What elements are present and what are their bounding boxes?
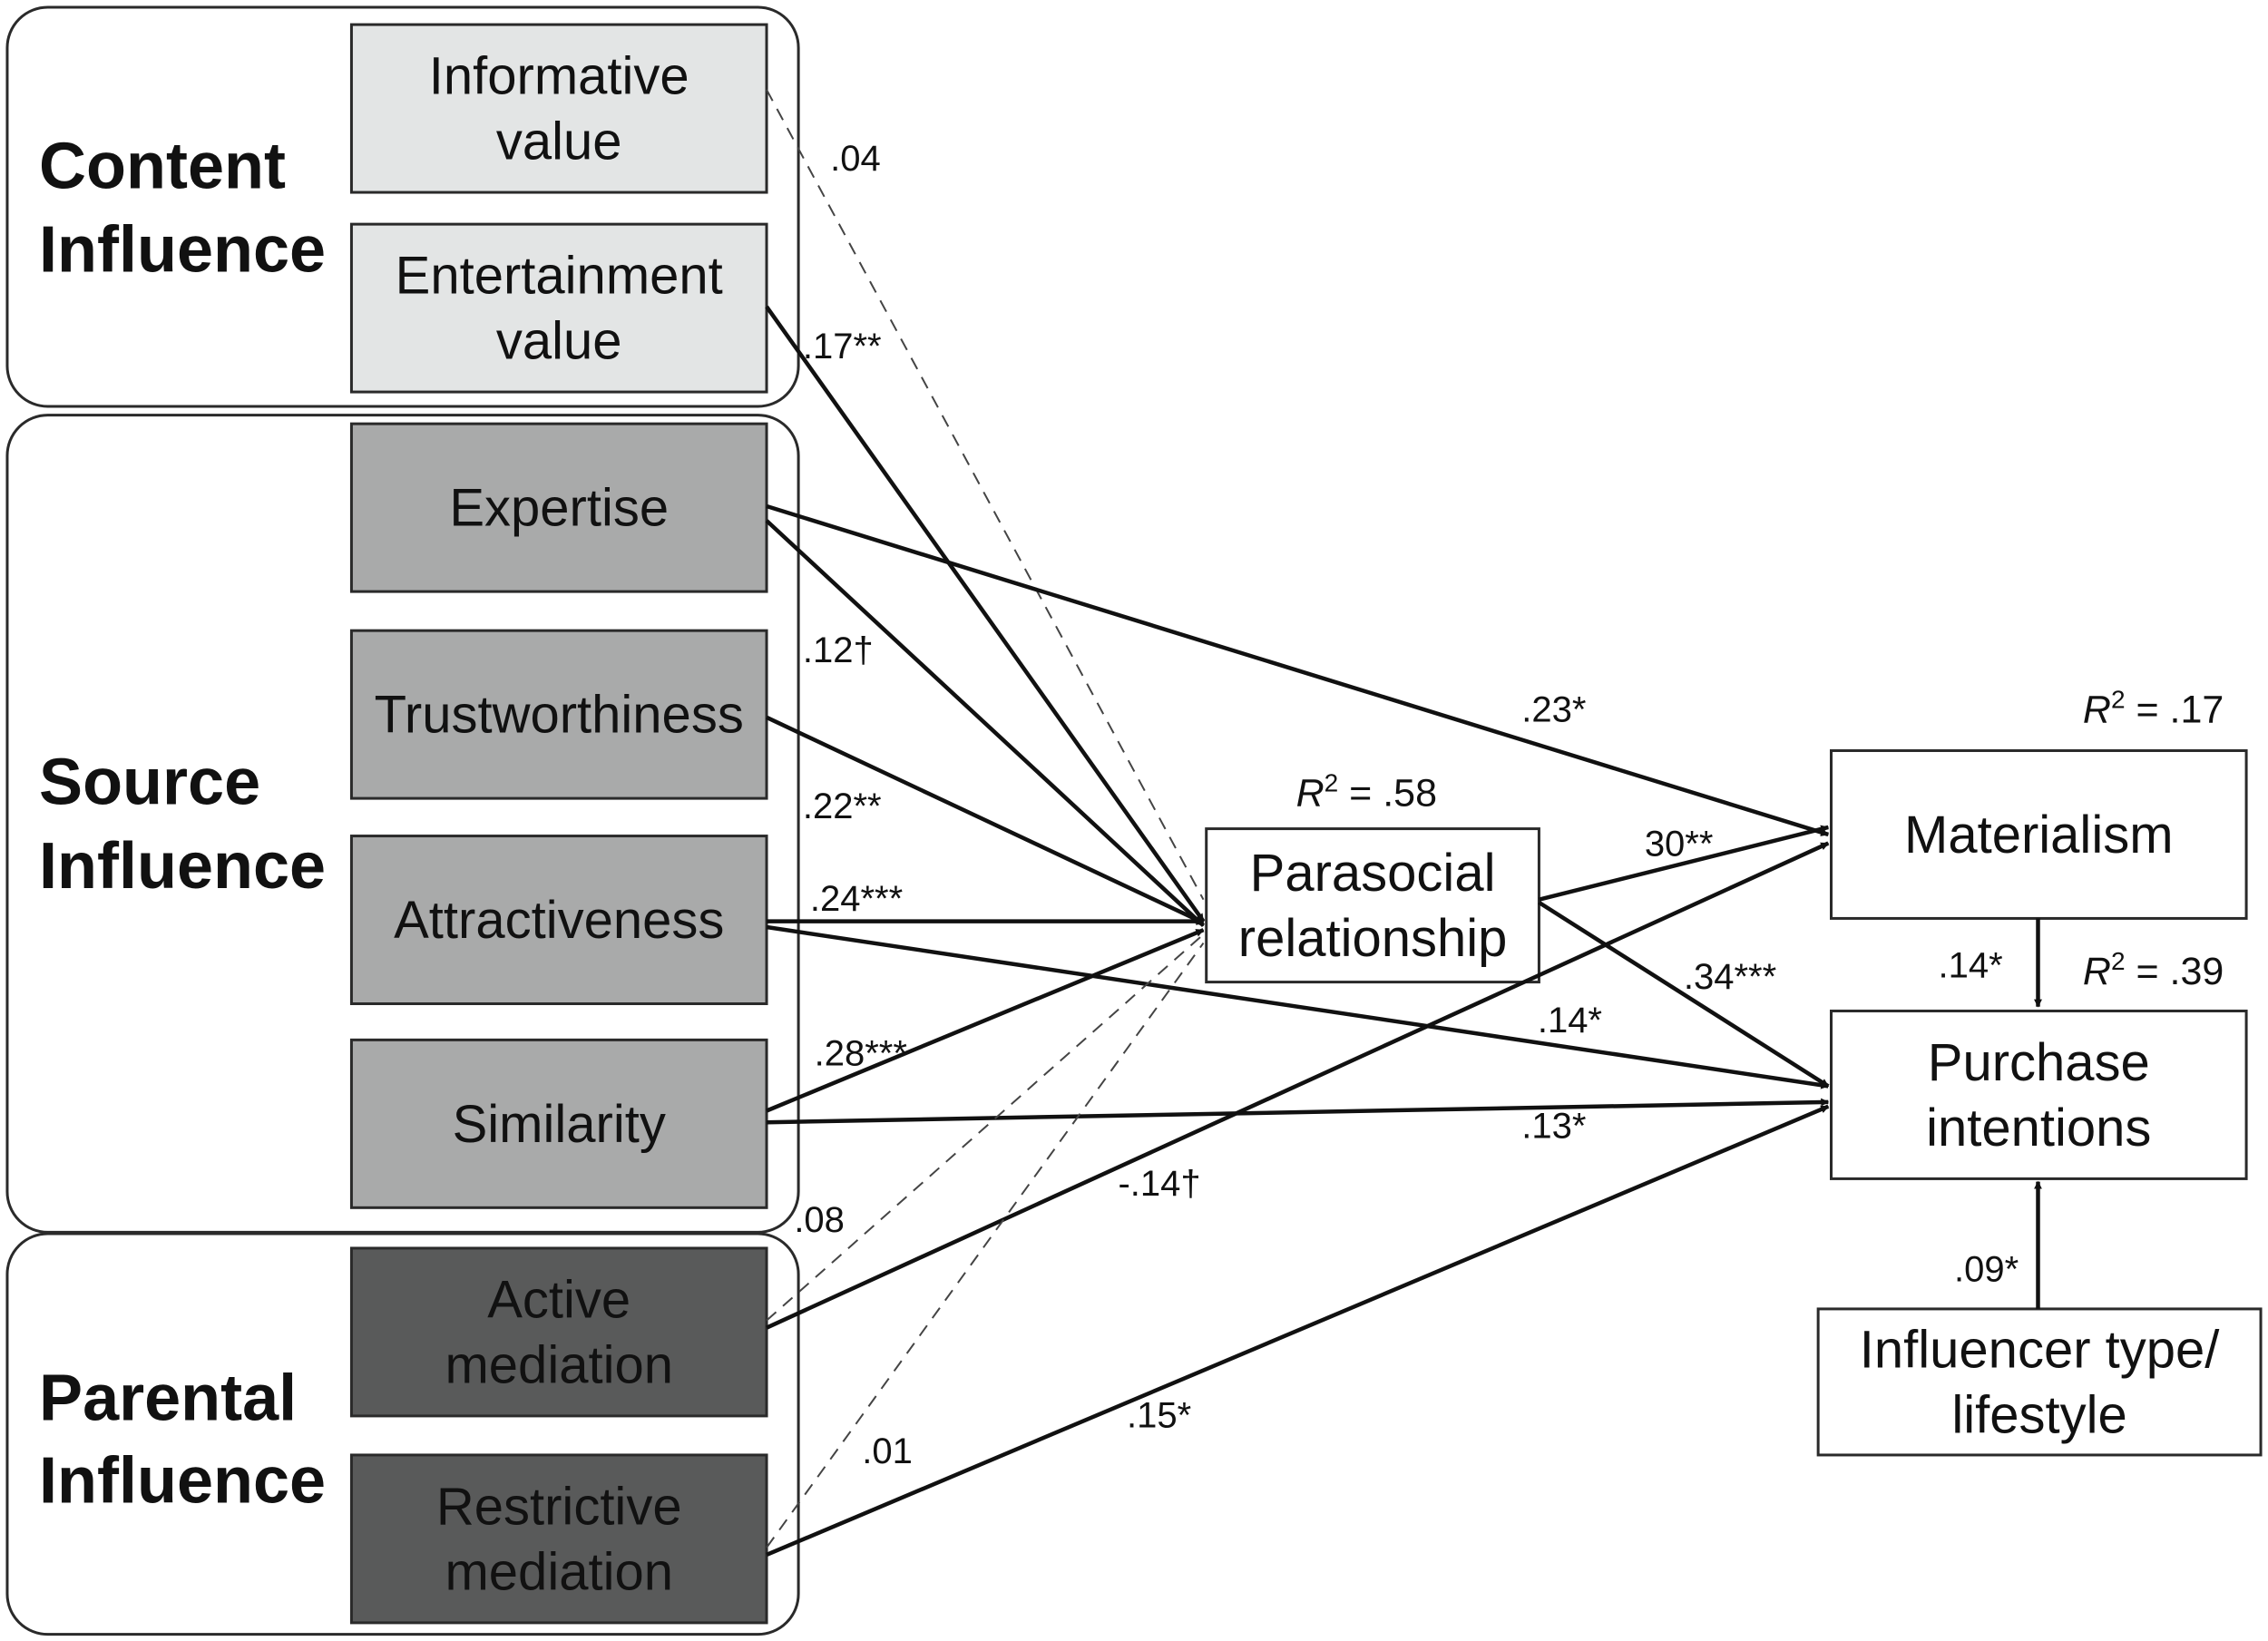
restrictive-purchase-path xyxy=(766,1104,1830,1558)
materialism-box xyxy=(1829,748,2248,920)
similarity-purchase-path xyxy=(766,1098,1830,1125)
entertainment-node: Entertainment value xyxy=(349,222,768,394)
parasocial-purchase-coefficient: .34*** xyxy=(1684,957,1776,997)
similarity-purchase-coefficient: .13* xyxy=(1521,1106,1586,1146)
parental-influence-group xyxy=(5,1232,800,1636)
restrictive-label: Restrictive xyxy=(436,1477,682,1536)
parasocial-label: relationship xyxy=(1238,909,1508,968)
influencer-node: Influencer type/lifestyle xyxy=(1816,1307,2263,1457)
parasocial-materialism-coefficient: 30** xyxy=(1645,825,1714,864)
expertise-box xyxy=(349,422,768,593)
entertainment-parasocial-path xyxy=(765,305,1206,923)
purchase-node: Purchase intentions xyxy=(1829,1009,2248,1180)
parasocial-node: Parasocial relationship xyxy=(1205,827,1540,984)
expertise-node: Expertise xyxy=(349,422,768,593)
informative-label: Informative xyxy=(429,47,689,106)
entertainment-parasocial-coefficient: .17** xyxy=(803,327,882,366)
parental-group-label: Influence xyxy=(39,1445,326,1518)
materialism-purchase-coefficient: .14* xyxy=(1938,945,2002,985)
active-parasocial-coefficient: .08 xyxy=(794,1200,845,1240)
trust-box xyxy=(349,629,768,800)
source-group-label: Source xyxy=(39,746,260,818)
materialism-r-squared: R2 = .17 xyxy=(2083,685,2224,731)
influencer-label: Influencer type/ xyxy=(1860,1320,2220,1379)
restrictive-purchase-coefficient: .15* xyxy=(1127,1395,1191,1435)
restrictive-parasocial-coefficient: .01 xyxy=(862,1431,913,1471)
influencer-purchase-coefficient: .09* xyxy=(1954,1249,2019,1289)
expertise-materialism-coefficient: .23* xyxy=(1521,689,1586,729)
informative-node: Informative value xyxy=(349,23,768,194)
attract-label: Attractiveness xyxy=(394,891,724,950)
active-materialism-path xyxy=(766,841,1830,1330)
trust-node: Trustworthiness xyxy=(349,629,768,800)
expertise-label: Expertise xyxy=(449,479,669,538)
active-materialism-coefficient: -.14† xyxy=(1118,1164,1200,1204)
parasocial-materialism-path xyxy=(1538,825,1830,902)
content-group-label: Influence xyxy=(39,214,326,287)
restrictive-parasocial-path xyxy=(766,942,1205,1548)
active-parasocial-path xyxy=(766,933,1205,1322)
entertainment-box xyxy=(349,222,768,394)
informative-label: value xyxy=(496,112,622,171)
source-group-label: Influence xyxy=(39,830,326,903)
expertise-materialism-path xyxy=(766,503,1830,837)
restrictive-label: mediation xyxy=(445,1542,672,1601)
restrictive-box xyxy=(349,1453,768,1625)
parental-group-label: Parental xyxy=(39,1363,297,1435)
similarity-parasocial-coefficient: .28*** xyxy=(815,1034,907,1074)
attract-box xyxy=(349,835,768,1006)
parasocial-label: Parasocial xyxy=(1250,844,1496,903)
influencer-label: lifestyle xyxy=(1951,1385,2126,1444)
expertise-parasocial-path xyxy=(765,519,1206,928)
informative-parasocial-coefficient: .04 xyxy=(830,139,881,179)
restrictive-node: Restrictive mediation xyxy=(349,1453,768,1625)
similarity-label: Similarity xyxy=(453,1095,666,1154)
purchase-label: Purchase xyxy=(1928,1033,2150,1092)
similarity-node: Similarity xyxy=(349,1038,768,1209)
attract-purchase-coefficient: .14* xyxy=(1538,1001,1602,1040)
parasocial-purchase-path xyxy=(1538,900,1830,1089)
active-node: Active mediation xyxy=(349,1246,768,1418)
materialism-label: Materialism xyxy=(1904,806,2174,864)
content-influence-group xyxy=(5,5,800,408)
purchase-r-squared: R2 = .39 xyxy=(2083,947,2224,993)
similarity-parasocial-path xyxy=(766,928,1205,1113)
informative-box xyxy=(349,23,768,194)
entertainment-label: Entertainment xyxy=(396,247,723,306)
influencer-box xyxy=(1816,1307,2263,1457)
active-label: Active xyxy=(487,1270,631,1329)
trust-parasocial-path xyxy=(766,715,1205,925)
purchase-label: intentions xyxy=(1926,1099,2151,1157)
trust-parasocial-coefficient: .22** xyxy=(803,786,882,826)
attract-purchase-path xyxy=(766,924,1830,1089)
expertise-parasocial-coefficient: .12† xyxy=(803,630,874,670)
parasocial-r-squared: R2 = .58 xyxy=(1296,769,1437,816)
informative-parasocial-path xyxy=(766,89,1205,901)
entertainment-label: value xyxy=(496,312,622,371)
materialism-node: Materialism xyxy=(1829,748,2248,920)
parasocial-box xyxy=(1205,827,1540,984)
active-label: mediation xyxy=(445,1335,672,1394)
trust-label: Trustworthiness xyxy=(375,686,744,745)
attract-node: Attractiveness xyxy=(349,835,768,1006)
similarity-box xyxy=(349,1038,768,1209)
purchase-box xyxy=(1829,1009,2248,1180)
content-group-label: Content xyxy=(39,130,286,202)
source-influence-group xyxy=(5,414,800,1234)
attract-parasocial-coefficient: .24*** xyxy=(810,879,903,919)
active-box xyxy=(349,1246,768,1418)
